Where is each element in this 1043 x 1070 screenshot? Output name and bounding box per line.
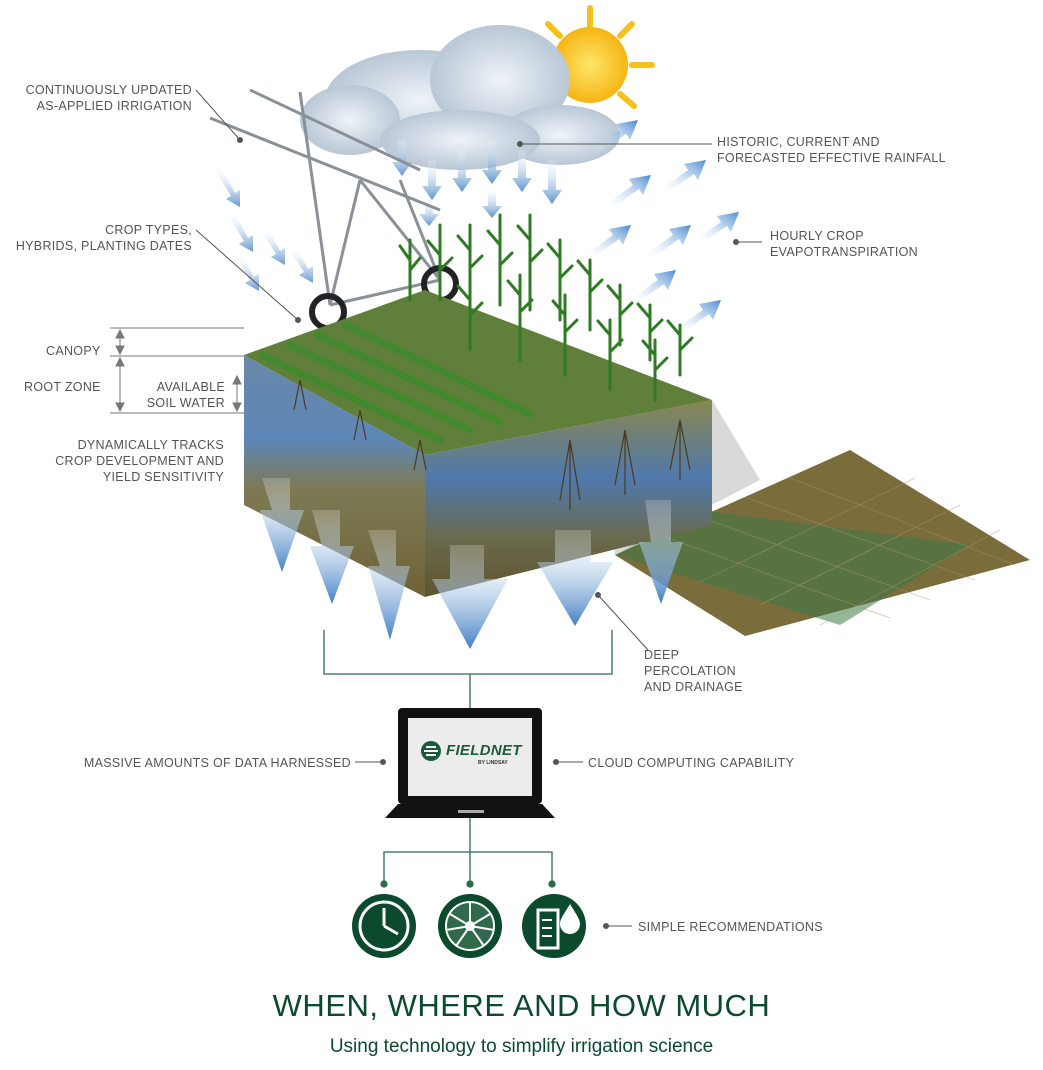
soil-water-label: AVAILABLE SOIL WATER (147, 379, 225, 411)
data-connector (323, 630, 613, 708)
as-applied-label: CONTINUOUSLY UPDATED AS-APPLIED IRRIGATI… (26, 82, 192, 114)
tracks-line-3: YIELD SENSITIVITY (102, 470, 224, 484)
percolation-line-2: PERCOLATION (644, 664, 736, 678)
percolation-label: DEEP PERCOLATION AND DRAINAGE (644, 647, 743, 695)
cloud-computing-label: CLOUD COMPUTING CAPABILITY (588, 756, 795, 770)
et-line-1: HOURLY CROP (770, 229, 864, 243)
crop-types-line-1: CROP TYPES, (105, 223, 192, 237)
recommendations-label: SIMPLE RECOMMENDATIONS (638, 920, 823, 934)
page-subtitle: Using technology to simplify irrigation … (329, 1036, 714, 1057)
et-line-2: EVAPOTRANSPIRATION (770, 245, 919, 259)
drainage-arrows (260, 478, 683, 649)
root-zone-label: ROOT ZONE (24, 380, 101, 394)
gauge-drop-icon (522, 894, 586, 958)
soil-water-line-1: AVAILABLE (156, 380, 225, 394)
rainfall-line-1: HISTORIC, CURRENT AND (717, 135, 880, 149)
tracks-label: DYNAMICALLY TRACKS CROP DEVELOPMENT AND … (55, 437, 224, 485)
percolation-line-1: DEEP (644, 648, 680, 662)
roots (293, 379, 691, 510)
rainfall-arrows (392, 140, 562, 226)
soil-water-line-2: SOIL WATER (146, 396, 225, 410)
dimension-markers (110, 327, 244, 414)
clock-icon (352, 894, 416, 958)
cloud-icon (300, 25, 620, 170)
tracks-line-2: CROP DEVELOPMENT AND (55, 454, 224, 468)
leader-lines (195, 89, 762, 929)
corn-plants (398, 213, 694, 402)
as-applied-line-1: CONTINUOUSLY UPDATED (25, 83, 192, 97)
evapotranspiration-label: HOURLY CROP EVAPOTRANSPIRATION (770, 228, 918, 260)
tracks-line-1: DYNAMICALLY TRACKS (77, 438, 224, 452)
crop-types-line-2: HYBRIDS, PLANTING DATES (15, 239, 192, 253)
fieldnet-logo-mark-icon (421, 741, 441, 761)
pie-wheel-icon (438, 894, 502, 958)
as-applied-line-2: AS-APPLIED IRRIGATION (36, 99, 192, 113)
irrigation-spray-arrows (215, 167, 313, 291)
page-title: WHEN, WHERE AND HOW MUCH (272, 988, 771, 1023)
center-pivot-icon (209, 88, 459, 331)
rainfall-line-2: FORECASTED EFFECTIVE RAINFALL (717, 151, 946, 165)
fieldnet-logo: FIELDNET BY LINDSAY (418, 738, 528, 778)
rainfall-label: HISTORIC, CURRENT AND FORECASTED EFFECTI… (717, 134, 946, 166)
icons-connector (380, 818, 556, 888)
soybean-rows (258, 321, 534, 444)
crop-types-label: CROP TYPES, HYBRIDS, PLANTING DATES (16, 222, 192, 254)
fieldnet-logo-tagline: BY LINDSAY (478, 760, 508, 766)
data-harnessed-label: MASSIVE AMOUNTS OF DATA HARNESSED (83, 756, 351, 770)
evapotranspiration-arrows (585, 120, 739, 334)
fieldnet-logo-text: FIELDNET (446, 742, 522, 759)
percolation-line-3: AND DRAINAGE (644, 680, 743, 694)
canopy-label: CANOPY (46, 344, 101, 358)
laptop-icon (385, 708, 555, 818)
